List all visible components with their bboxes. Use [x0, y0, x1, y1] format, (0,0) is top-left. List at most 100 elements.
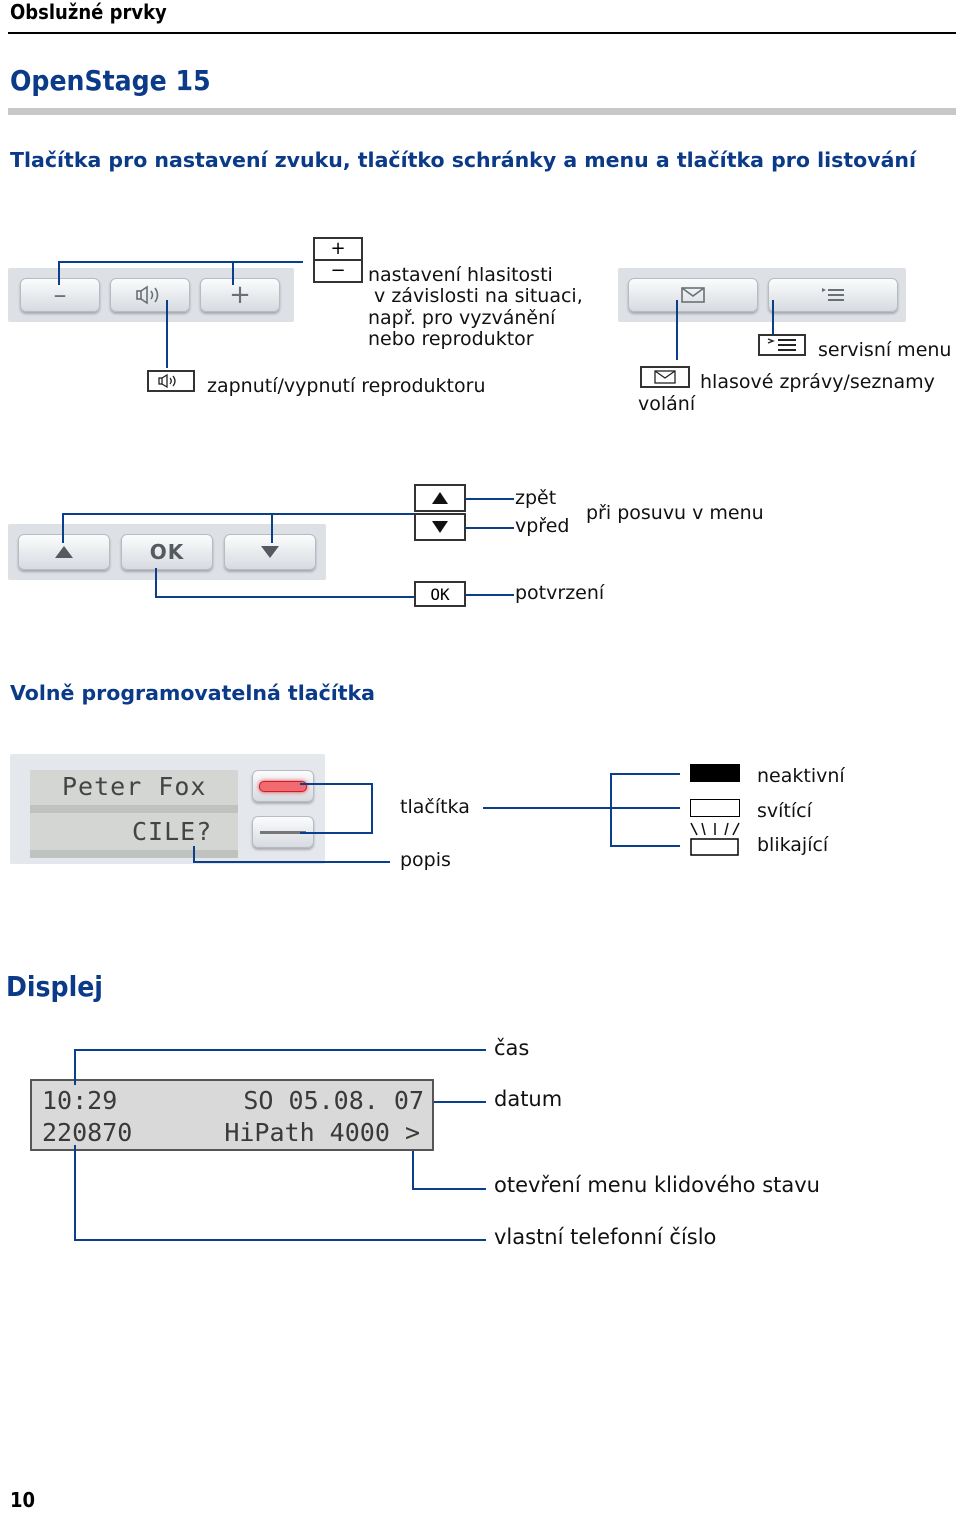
plus-symbol: + [330, 238, 346, 259]
mailbox-connector [676, 300, 678, 360]
speaker-connector [166, 300, 168, 368]
nav-connector-up [62, 513, 64, 543]
states-connector-2 [610, 807, 680, 809]
keys-connector-v [371, 783, 373, 834]
title-rule [8, 108, 956, 115]
state-inactive-swatch [690, 764, 740, 782]
menu-icon [767, 338, 796, 351]
red-led [259, 780, 307, 792]
volume-desc-line3: např. pro vyzvánění [368, 306, 556, 329]
back-connector [466, 498, 514, 500]
scroll-down-key[interactable] [224, 534, 316, 570]
voice-messages-label: hlasové zprávy/seznamy [700, 371, 935, 393]
volume-connector-h [58, 261, 303, 263]
lcd-system: HiPath 4000 > [224, 1118, 420, 1147]
menu-symbol-box [758, 334, 806, 356]
states-connector-3 [610, 845, 680, 847]
programmable-key-off[interactable] [252, 816, 314, 848]
product-title: OpenStage 15 [10, 64, 211, 97]
minus-symbol: − [330, 260, 346, 281]
section-title: Obslužné prvky [10, 0, 167, 24]
scroll-up-key[interactable] [18, 534, 110, 570]
own-number-label: vlastní telefonní číslo [494, 1225, 717, 1249]
mailbox-key[interactable] [628, 278, 758, 312]
time-connector-v [74, 1049, 76, 1085]
nav-connector-down [271, 513, 273, 543]
own-number-connector-v [74, 1145, 76, 1241]
ok-connector-v [155, 568, 157, 597]
volume-desc-line2: v závislosti na situaci, [368, 285, 583, 307]
volume-connector-right [232, 261, 234, 285]
label-field [30, 770, 238, 858]
page-number: 10 [10, 1488, 36, 1512]
minus-icon: – [53, 280, 67, 310]
triangle-down-icon [432, 521, 448, 533]
label-line-1: Peter Fox [62, 772, 207, 801]
lcd-time: 10:29 [42, 1086, 118, 1115]
idle-menu-connector-h [412, 1188, 486, 1190]
volume-plusminus-box: + − [313, 237, 363, 283]
forward-connector [466, 527, 514, 529]
speaker-symbol-box [147, 370, 195, 392]
volume-connector-left [58, 261, 60, 285]
ok-connector-h [155, 596, 414, 598]
back-label: zpět [515, 487, 557, 509]
triangle-up-icon [432, 492, 448, 504]
calls-label: volání [638, 393, 696, 415]
desc-connector-v [193, 846, 195, 862]
own-number-connector-h [74, 1239, 486, 1241]
lcd-display: 10:29 SO 05.08. 07 220870 HiPath 4000 > [30, 1079, 434, 1151]
idle-menu-connector-v [412, 1151, 414, 1189]
speaker-description: zapnutí/vypnutí reproduktoru [207, 375, 486, 397]
forward-label: vpřed [515, 515, 570, 537]
programmable-key-lit[interactable] [252, 770, 314, 802]
desc-connector-h [193, 861, 390, 863]
nav-connector-h [62, 513, 414, 515]
state-inactive-label: neaktivní [757, 765, 845, 787]
state-lit-swatch [690, 799, 740, 817]
volume-desc-line4: nebo reproduktor [368, 328, 534, 350]
speaker-key[interactable] [110, 278, 190, 312]
desc-label: popis [400, 849, 451, 871]
volume-description: nastavení hlasitosti v závislosti na sit… [368, 243, 583, 372]
envelope-symbol-box [640, 366, 690, 388]
service-menu-key[interactable] [768, 278, 898, 312]
programmable-title: Volně programovatelná tlačítka [10, 681, 376, 705]
state-blinking-swatch [690, 822, 740, 856]
keys-label: tlačítka [400, 796, 470, 818]
label-line-2: CILE? [132, 817, 213, 846]
up-symbol-box [414, 484, 466, 512]
lcd-date: SO 05.08. 07 [243, 1086, 424, 1115]
speaker-icon [158, 373, 176, 389]
keys-connector-top [300, 783, 372, 785]
confirm-label: potvrzení [515, 582, 605, 604]
states-connector-v [610, 773, 612, 846]
menu-scroll-label: při posuvu v menu [586, 502, 764, 524]
envelope-icon [654, 370, 676, 384]
ok-key-label: OK [149, 540, 185, 564]
date-label: datum [494, 1087, 563, 1111]
keys-connector-bottom [300, 832, 372, 834]
triangle-down-icon [261, 546, 279, 558]
plus-icon: + [229, 280, 251, 310]
ok-symbol-box: OK [414, 581, 466, 607]
volume-plus-key[interactable]: + [200, 278, 280, 312]
subtitle: Tlačítka pro nastavení zvuku, tlačítko s… [10, 148, 917, 172]
volume-minus-key[interactable]: – [20, 278, 100, 312]
ok-symbol: OK [430, 584, 450, 604]
state-blinking-label: blikající [757, 834, 829, 856]
envelope-icon [681, 287, 705, 303]
idle-menu-label: otevření menu klidového stavu [494, 1173, 820, 1197]
states-connector-1 [610, 773, 680, 775]
menu-connector [772, 300, 774, 334]
triangle-up-icon [55, 546, 73, 558]
states-connector-in [483, 807, 611, 809]
time-label: čas [494, 1036, 530, 1060]
led-off [260, 830, 306, 834]
ok-key[interactable]: OK [121, 534, 213, 570]
time-connector-h [74, 1049, 486, 1051]
state-lit-label: svítící [757, 800, 812, 822]
lcd-own-number: 220870 [42, 1118, 133, 1147]
date-connector [434, 1101, 486, 1103]
volume-desc-line1: nastavení hlasitosti [368, 263, 553, 286]
